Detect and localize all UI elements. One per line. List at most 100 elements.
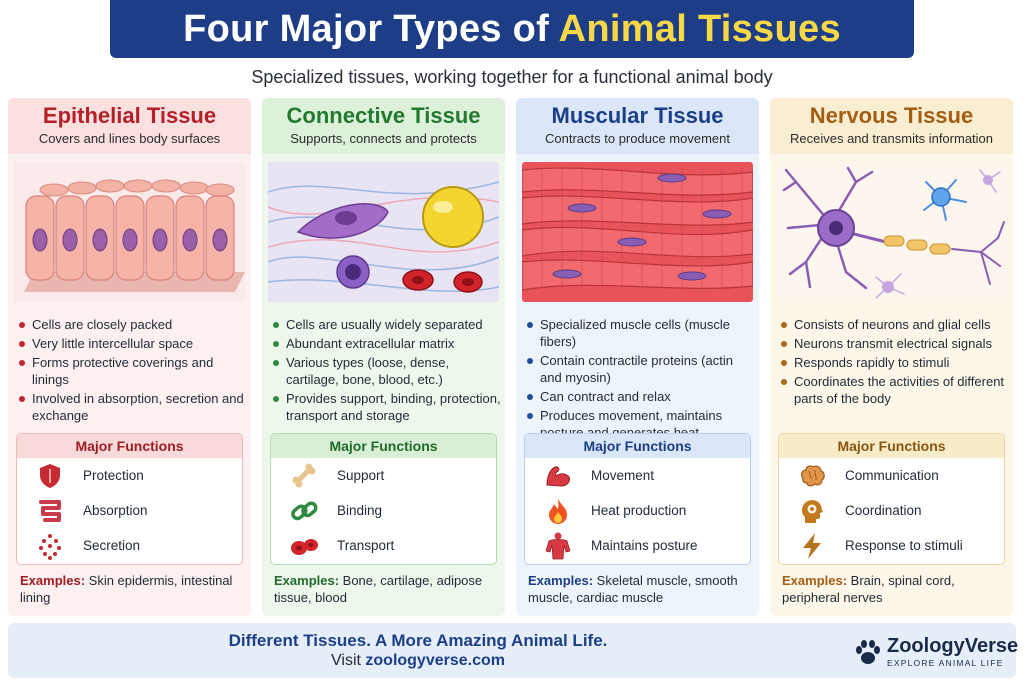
epithelial-cells-drawing: [14, 162, 245, 302]
list-item: Consists of neurons and glial cells: [780, 316, 1011, 333]
neuron-drawing: [776, 162, 1007, 302]
connective-illustration: [268, 162, 499, 302]
connective-tissue-panel: Connective Tissue Supports, connects and…: [262, 98, 505, 616]
footer-visit-text: Visit zoologyverse.com: [331, 652, 505, 669]
function-label: Heat production: [591, 503, 687, 518]
panel-subtitle: Supports, connects and protects: [290, 131, 477, 146]
list-item: Various types (loose, dense, cartilage, …: [272, 354, 503, 388]
muscular-features-list: Specialized muscle cells (muscle fibers)…: [526, 316, 757, 443]
epithelial-illustration: [14, 162, 245, 302]
flame-icon: [525, 496, 591, 526]
panel-subtitle: Contracts to produce movement: [545, 131, 730, 146]
functions-title: Major Functions: [779, 434, 1004, 458]
panel-subtitle: Covers and lines body surfaces: [38, 131, 221, 146]
dots-icon: [17, 531, 83, 561]
function-row: Absorption: [17, 493, 242, 528]
list-item: Specialized muscle cells (muscle fibers): [526, 316, 757, 350]
website-link[interactable]: zoologyverse.com: [365, 652, 505, 669]
connective-tissue-drawing: [268, 162, 499, 302]
function-row: Maintains posture: [525, 528, 750, 563]
panel-subtitle: Receives and transmits information: [789, 131, 994, 146]
list-item: Abundant extracellular matrix: [272, 335, 503, 352]
function-row: Heat production: [525, 493, 750, 528]
function-label: Response to stimuli: [845, 538, 963, 553]
function-label: Support: [337, 468, 385, 483]
function-row: Coordination: [779, 493, 1004, 528]
list-item: Cells are closely packed: [18, 316, 249, 333]
panel-header: Epithelial Tissue Covers and lines body …: [8, 98, 251, 154]
title-banner: Four Major Types of Animal Tissues: [110, 0, 914, 58]
function-row: Communication: [779, 458, 1004, 493]
paw-icon: [856, 640, 880, 664]
panel-title: Muscular Tissue: [551, 103, 724, 128]
nervous-tissue-panel: Nervous Tissue Receives and transmits in…: [770, 98, 1013, 616]
page-subtitle: Specialized tissues, working together fo…: [251, 67, 773, 87]
brand-name: ZoologyVerse: [887, 635, 1019, 657]
function-label: Maintains posture: [591, 538, 698, 553]
list-item: Responds rapidly to stimuli: [780, 354, 1011, 371]
page-title: Four Major Types of Animal Tissues: [183, 7, 841, 50]
function-row: Support: [271, 458, 496, 493]
torso-icon: [525, 531, 591, 561]
muscular-tissue-panel: Muscular Tissue Contracts to produce mov…: [516, 98, 759, 616]
panel-title: Connective Tissue: [286, 103, 481, 128]
nervous-features-list: Consists of neurons and glial cells Neur…: [780, 316, 1011, 409]
function-label: Protection: [83, 468, 144, 483]
brand-logo: ZoologyVerse EXPLORE ANIMAL LIFE: [853, 633, 1018, 673]
list-item: Involved in absorption, secretion and ex…: [18, 390, 249, 424]
head-gear-icon: [779, 496, 845, 526]
chain-link-icon: [271, 496, 337, 526]
examples-text: Examples: Bone, cartilage, adipose tissu…: [274, 573, 483, 605]
list-item: Contain contractile proteins (actin and …: [526, 352, 757, 386]
function-row: Response to stimuli: [779, 528, 1004, 563]
list-item: Provides support, binding, protection, t…: [272, 390, 503, 424]
list-item: Can contract and relax: [526, 388, 757, 405]
flexed-arm-icon: [525, 461, 591, 491]
major-functions-box: Major Functions Movement Heat production…: [524, 433, 751, 565]
lightning-icon: [779, 531, 845, 561]
footer-tagline: Different Tissues. A More Amazing Animal…: [228, 631, 608, 650]
connective-features-list: Cells are usually widely separated Abund…: [272, 316, 503, 426]
panel-title: Epithelial Tissue: [42, 103, 217, 128]
blood-cells-icon: [271, 531, 337, 561]
epithelial-tissue-panel: Epithelial Tissue Covers and lines body …: [8, 98, 251, 616]
function-label: Secretion: [83, 538, 141, 553]
function-row: Protection: [17, 458, 242, 493]
major-functions-box: Major Functions Protection Absorption Se…: [16, 433, 243, 565]
function-label: Absorption: [83, 503, 148, 518]
list-item: Cells are usually widely separated: [272, 316, 503, 333]
function-label: Transport: [337, 538, 395, 553]
functions-title: Major Functions: [271, 434, 496, 458]
function-row: Binding: [271, 493, 496, 528]
panel-header: Nervous Tissue Receives and transmits in…: [770, 98, 1013, 154]
panel-header: Muscular Tissue Contracts to produce mov…: [516, 98, 759, 154]
function-label: Communication: [845, 468, 939, 483]
functions-title: Major Functions: [525, 434, 750, 458]
muscular-illustration: [522, 162, 753, 302]
epithelial-features-list: Cells are closely packed Very little int…: [18, 316, 249, 426]
intestine-icon: [17, 496, 83, 526]
footer-banner: Different Tissues. A More Amazing Animal…: [8, 623, 1018, 678]
bone-icon: [271, 461, 337, 491]
nervous-illustration: [776, 162, 1007, 302]
examples-text: Examples: Brain, spinal cord, peripheral…: [782, 573, 955, 605]
function-row: Secretion: [17, 528, 242, 563]
functions-title: Major Functions: [17, 434, 242, 458]
brand-tagline: EXPLORE ANIMAL LIFE: [887, 658, 1004, 668]
function-row: Movement: [525, 458, 750, 493]
panel-title: Nervous Tissue: [809, 103, 974, 128]
title-highlight: Animal Tissues: [558, 7, 841, 50]
list-item: Coordinates the activities of different …: [780, 373, 1011, 407]
function-label: Binding: [337, 503, 383, 518]
function-label: Coordination: [845, 503, 922, 518]
brain-icon: [779, 461, 845, 491]
list-item: Neurons transmit electrical signals: [780, 335, 1011, 352]
list-item: Very little intercellular space: [18, 335, 249, 352]
shield-icon: [17, 461, 83, 491]
major-functions-box: Major Functions Support Binding Transpor…: [270, 433, 497, 565]
examples-text: Examples: Skeletal muscle, smooth muscle…: [528, 573, 738, 605]
major-functions-box: Major Functions Communication Coordinati…: [778, 433, 1005, 565]
muscle-fibers-drawing: [522, 162, 753, 302]
function-row: Transport: [271, 528, 496, 563]
panel-header: Connective Tissue Supports, connects and…: [262, 98, 505, 154]
